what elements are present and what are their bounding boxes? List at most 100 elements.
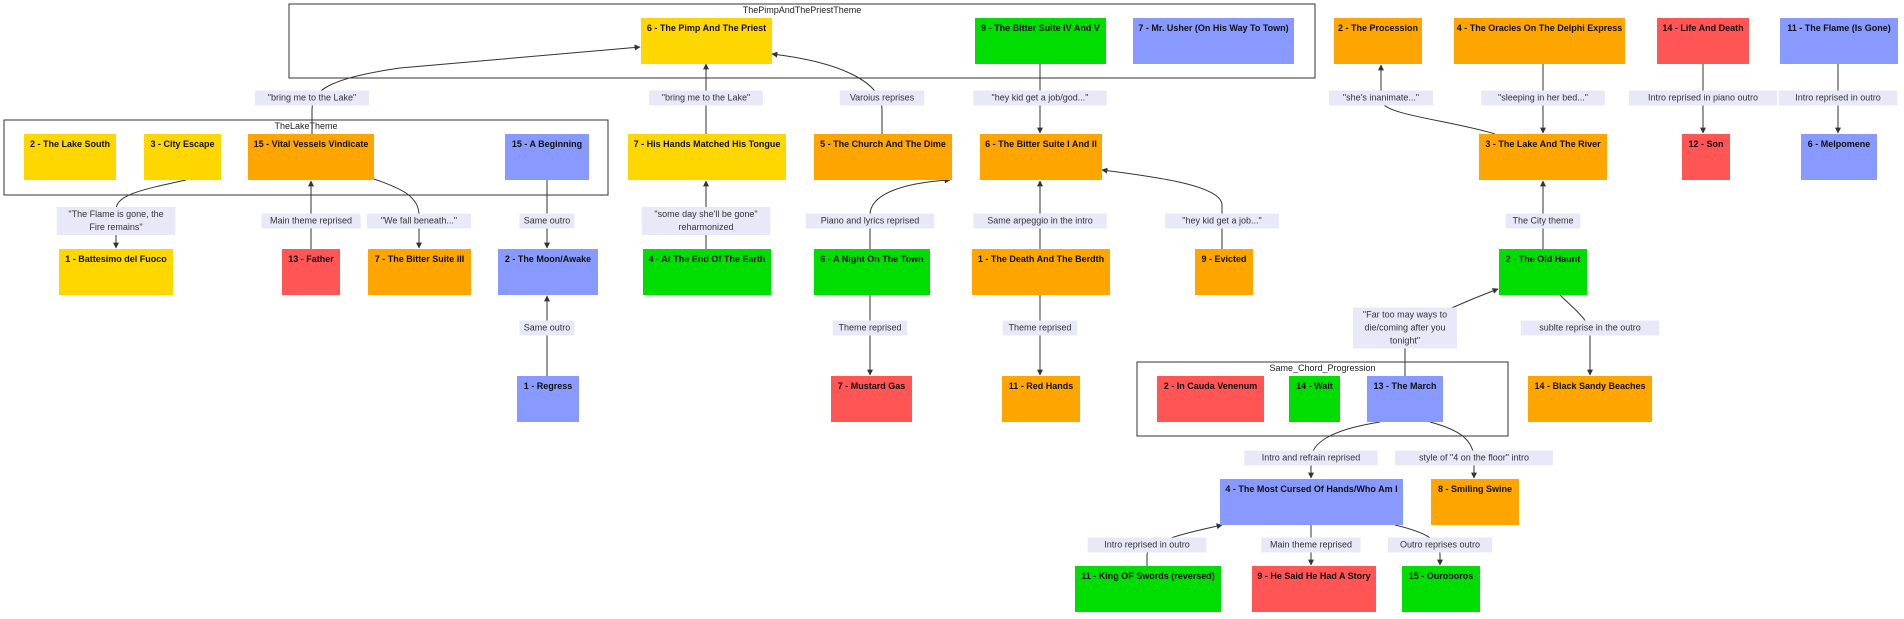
song-node-cityescape: 3 - City Escape bbox=[144, 134, 221, 180]
song-node-label: 15 - Vital Vessels Vindicate bbox=[254, 139, 369, 149]
song-node-box bbox=[144, 134, 221, 180]
song-node-label: 8 - Smiling Swine bbox=[1438, 484, 1512, 494]
group-pimp: ThePimpAndThePriestTheme bbox=[288, 3, 1316, 79]
edge-label-text: Theme reprised bbox=[1008, 323, 1071, 333]
song-node-box bbox=[1075, 566, 1221, 612]
song-node-label: 4 - The Most Cursed Of Hands/Who Am I bbox=[1225, 484, 1397, 494]
edge-label-text: "sleeping in her bed..." bbox=[1498, 93, 1588, 103]
edge-label-e5: "she's inanimate..." bbox=[1329, 90, 1433, 106]
song-node-regress: 1 - Regress bbox=[517, 376, 579, 422]
song-node-box bbox=[814, 249, 930, 295]
edge-label-e12: Same outro bbox=[519, 213, 575, 229]
song-node-box bbox=[1195, 249, 1253, 295]
edge-label-e14: Piano and lyrics reprised bbox=[805, 213, 935, 229]
edge-label-bg bbox=[1353, 307, 1457, 349]
song-node-label: 2 - The Old Haunt bbox=[1506, 254, 1581, 264]
edge-label-e27: Outro reprises outro bbox=[1388, 537, 1492, 553]
song-node-box bbox=[1157, 376, 1264, 422]
song-node-pimp6: 6 - The Pimp And The Priest bbox=[641, 18, 772, 64]
edge-label-e13: "some day she'll be gone"reharmonized bbox=[641, 207, 771, 235]
edge-label-e16: "hey kid get a job..." bbox=[1165, 213, 1279, 229]
song-node-box bbox=[282, 249, 340, 295]
song-node-label: 14 - Wait bbox=[1296, 381, 1333, 391]
edge-label-bg bbox=[1778, 90, 1898, 106]
song-node-box bbox=[1682, 134, 1730, 180]
song-node-cursed: 4 - The Most Cursed Of Hands/Who Am I bbox=[1220, 479, 1403, 525]
edge-label-text: "she's inanimate..." bbox=[1343, 93, 1419, 103]
edge-label-e2: "bring me to the Lake" bbox=[649, 90, 763, 106]
song-node-label: 1 - Battesimo del Fuoco bbox=[65, 254, 167, 264]
song-node-box bbox=[1499, 249, 1587, 295]
edge-label-e20: Theme reprised bbox=[1002, 320, 1078, 336]
edge-label-bg bbox=[1165, 213, 1279, 229]
edge-label-bg bbox=[519, 320, 575, 336]
song-node-saidstory: 9 - He Said He Had A Story bbox=[1252, 566, 1376, 612]
song-node-bitter45: 9 - The Bitter Suite IV And V bbox=[975, 18, 1106, 64]
song-node-box bbox=[975, 18, 1106, 64]
song-node-label: 4 - The Oracles On The Delphi Express bbox=[1457, 23, 1623, 33]
edge-label-text: sublte reprise in the outro bbox=[1539, 323, 1641, 333]
song-node-evicted: 9 - Evicted bbox=[1195, 249, 1253, 295]
edge-label-text: Intro reprised in piano outro bbox=[1648, 93, 1758, 103]
song-node-box bbox=[643, 249, 771, 295]
song-node-label: 14 - Black Sandy Beaches bbox=[1534, 381, 1645, 391]
edge-label-text: "hey kid get a job..." bbox=[1182, 216, 1261, 226]
song-node-box bbox=[517, 376, 579, 422]
song-node-usher: 7 - Mr. Usher (On His Way To Town) bbox=[1133, 18, 1294, 64]
edge-label-e10: Main theme reprised bbox=[261, 213, 361, 229]
edge-label-bg bbox=[1261, 537, 1361, 553]
song-node-moonawake: 2 - The Moon/Awake bbox=[498, 249, 598, 295]
edge-label-text: Same arpeggio in the intro bbox=[987, 216, 1093, 226]
song-node-label: 11 - King OF Swords (reversed) bbox=[1081, 571, 1215, 581]
edge-label-text: Theme reprised bbox=[838, 323, 901, 333]
song-node-label: 12 - Son bbox=[1688, 139, 1723, 149]
edge-label-e15: Same arpeggio in the intro bbox=[973, 213, 1107, 229]
edge-label-text: "We fall beneath..." bbox=[381, 216, 457, 226]
edge-label-bg bbox=[973, 213, 1107, 229]
edge-label-e4: "hey kid get a job/god..." bbox=[973, 90, 1107, 106]
edge-label-bg bbox=[1395, 450, 1553, 466]
group-border bbox=[3, 119, 609, 196]
song-node-endearth: 4 - At The End Of The Earth bbox=[643, 249, 771, 295]
groups-layer: ThePimpAndThePriestThemeTheLakeThemeSame… bbox=[3, 3, 1509, 437]
song-node-wait: 14 - Wait bbox=[1289, 376, 1340, 422]
song-node-oracles: 4 - The Oracles On The Delphi Express bbox=[1454, 18, 1625, 64]
song-node-beginning: 15 - A Beginning bbox=[505, 134, 589, 180]
edge-label-text: die/coming after you bbox=[1364, 323, 1445, 333]
song-node-box bbox=[1454, 18, 1625, 64]
edge-label-bg bbox=[1388, 537, 1492, 553]
song-node-hishands: 7 - His Hands Matched His Tongue bbox=[628, 134, 786, 180]
song-node-bitter3: 7 - The Bitter Suite III bbox=[368, 249, 471, 295]
edge-e3 bbox=[771, 51, 883, 134]
song-node-label: 6 - A Night On The Town bbox=[820, 254, 923, 264]
song-node-label: 4 - At The End Of The Earth bbox=[649, 254, 766, 264]
group-title: ThePimpAndThePriestTheme bbox=[743, 5, 862, 15]
song-node-label: 1 - Regress bbox=[524, 381, 573, 391]
song-node-father: 13 - Father bbox=[282, 249, 340, 295]
song-node-box bbox=[368, 249, 471, 295]
edge-label-bg bbox=[1520, 320, 1660, 336]
song-node-box bbox=[505, 134, 589, 180]
edge-e23 bbox=[1308, 421, 1381, 479]
group-lake: TheLakeTheme bbox=[3, 119, 609, 196]
song-node-label: 7 - Mr. Usher (On His Way To Town) bbox=[1138, 23, 1288, 33]
edge-e24 bbox=[1429, 421, 1477, 479]
song-node-lifedeath: 14 - Life And Death bbox=[1657, 18, 1749, 64]
song-node-box bbox=[831, 376, 912, 422]
edge-label-e23: Intro and refrain reprised bbox=[1244, 450, 1378, 466]
song-node-box bbox=[1528, 376, 1652, 422]
edge-label-e25: Intro reprised in outro bbox=[1087, 537, 1207, 553]
song-node-label: 9 - He Said He Had A Story bbox=[1257, 571, 1370, 581]
song-node-label: 3 - City Escape bbox=[150, 139, 214, 149]
song-node-label: 7 - Mustard Gas bbox=[838, 381, 906, 391]
edge-label-text: Piano and lyrics reprised bbox=[821, 216, 920, 226]
edge-label-text: "The Flame is gone, the bbox=[68, 209, 163, 219]
edge-label-text: Varoius reprises bbox=[850, 93, 915, 103]
edge-label-bg bbox=[367, 213, 471, 229]
edge-label-e26: Main theme reprised bbox=[1261, 537, 1361, 553]
edge-label-text: tonight" bbox=[1390, 336, 1420, 346]
edge-e1 bbox=[311, 44, 641, 134]
